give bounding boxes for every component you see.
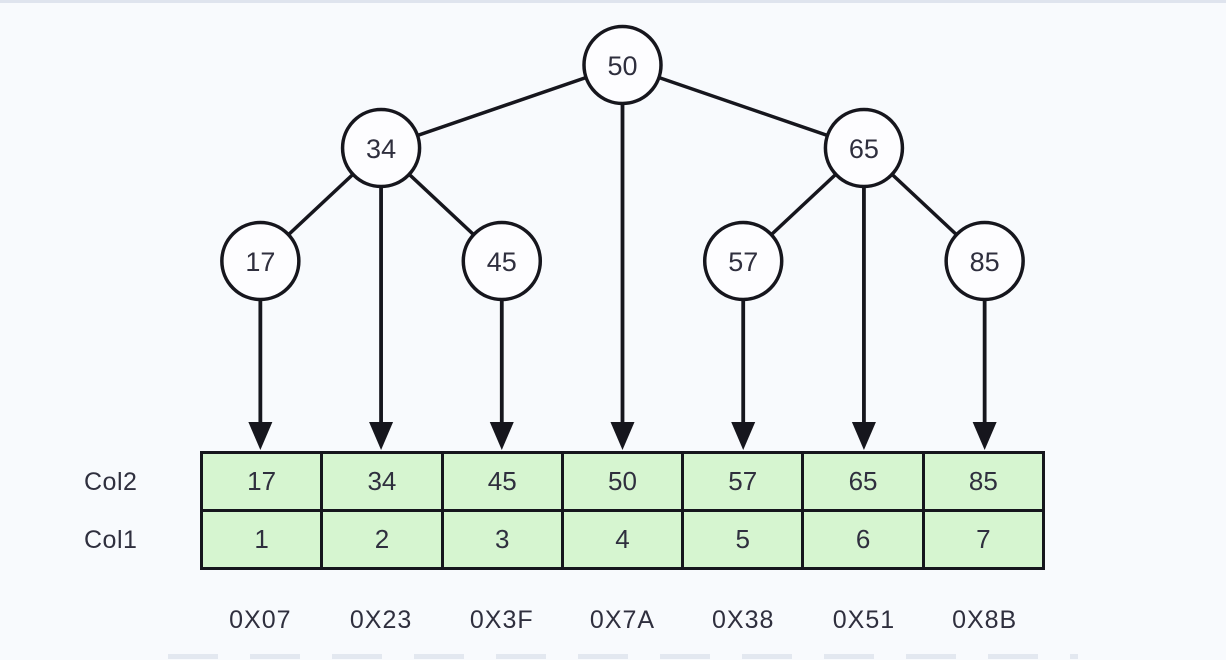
arrow-head-icon [851,422,876,450]
tree-node-label-50: 50 [607,51,637,81]
tree-node-label-65: 65 [849,134,879,164]
table-cell-col1-5: 5 [684,512,805,567]
tree-node-label-85: 85 [970,247,1000,277]
tree-node-57 [702,220,784,302]
tree-node-label-17: 17 [245,247,275,277]
address-label-3: 0X3F [469,606,534,634]
arrow-head-icon [489,422,514,450]
tree-node-85 [944,220,1025,302]
table-cell-col1-3: 3 [443,512,564,567]
address-label-7: 0X8B [952,606,1018,634]
tree-edge [380,63,624,150]
binary-tree: 50 34 65 17 45 57 85 [220,24,1025,450]
tree-node-65 [823,107,905,189]
row-label-col2: Col2 [84,468,138,496]
tree-node-45 [461,220,543,302]
address-label-5: 0X38 [712,606,775,634]
arrow-head-icon [248,422,273,450]
watermark-strip [168,654,1078,659]
table-cell-col2-4: 50 [563,454,685,509]
table-cell-col2-3: 45 [443,454,564,509]
address-label-4: 0X7A [589,606,656,634]
table-cell-col1-7: 7 [924,512,1042,567]
tree-node-label-45: 45 [487,247,517,277]
tree-node-label-57: 57 [728,247,758,277]
address-row: 0X07 0X23 0X3F 0X7A 0X38 0X51 0X8B [200,606,1045,635]
address-label-6: 0X51 [832,606,896,634]
arrow-head-icon [369,422,394,450]
address-label-1: 0X07 [229,606,292,634]
row-label-col1: Col1 [84,526,138,554]
table-cell-col2-6: 65 [804,454,925,509]
table-cell-col1-4: 4 [563,512,685,567]
tree-node-34 [340,107,422,189]
table-cell-col1-1: 1 [203,512,324,567]
arrow-head-icon [610,422,635,450]
tree-node-label-34: 34 [366,134,396,164]
tree-node-17 [220,220,301,302]
tree-edge [621,63,865,150]
table-cell-col1-2: 2 [323,512,444,567]
arrow-head-icon [972,422,997,450]
tree-node-50 [582,24,663,106]
table-cell-col2-5: 57 [684,454,805,509]
table-cell-col2-7: 85 [924,454,1042,509]
address-label-2: 0X23 [349,606,413,634]
table-cell-col2-2: 34 [323,454,444,509]
table-cell-col1-6: 6 [804,512,925,567]
table-cell-col2-1: 17 [203,454,324,509]
arrow-head-icon [731,422,756,450]
